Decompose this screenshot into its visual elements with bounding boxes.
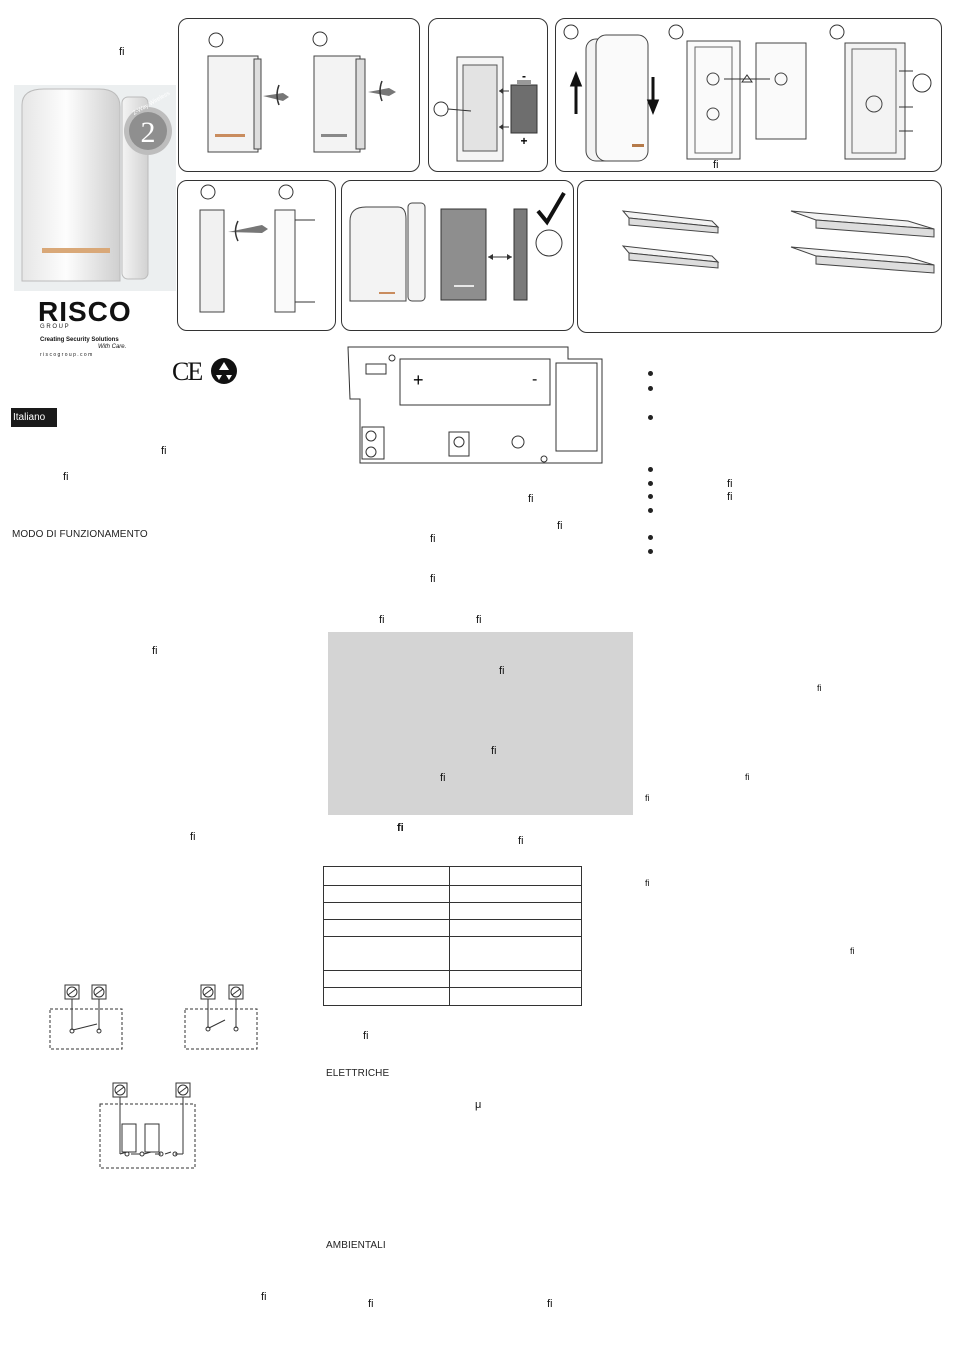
recycle-icon	[211, 358, 237, 384]
ligature-mark: ﬁ	[190, 831, 196, 843]
pcb-plus-label: +	[413, 370, 424, 390]
environmental-heading: AMBIENTALI	[326, 1240, 386, 1251]
ligature-mark: ﬁ	[476, 614, 482, 626]
ligature-mark: ﬁ	[119, 46, 125, 58]
mu-mark: μ	[475, 1099, 482, 1111]
ligature-mark: ﬁ	[363, 1030, 369, 1042]
language-tab: Italiano	[11, 408, 57, 427]
ligature-mark: ﬁ	[727, 478, 733, 490]
ligature-mark: ﬁ	[430, 573, 436, 585]
brand-tagline: Creating Security Solutions	[40, 337, 119, 343]
risco-group-label: G R O U P	[40, 324, 69, 330]
bullet	[648, 549, 653, 554]
ligature-mark: ﬁ	[397, 822, 404, 834]
bullet	[648, 467, 653, 472]
table-row	[323, 970, 582, 988]
electrical-heading: ELETTRICHE	[326, 1068, 390, 1079]
ligature-mark: ﬁ	[645, 878, 650, 888]
figure-panel-spacers	[577, 180, 942, 333]
ligature-mark: ﬁ	[745, 772, 750, 782]
ligature-mark: ﬁ	[261, 1291, 267, 1303]
brand-website: r i s c o g r o u p . c o m	[40, 352, 93, 358]
ligature-mark: ﬁ	[518, 835, 524, 847]
battery-minus-label: -	[522, 69, 526, 83]
ligature-mark: ﬁ	[557, 520, 563, 532]
badge-number: 2	[141, 116, 156, 149]
wiring-diagram-series	[99, 1082, 196, 1169]
ligature-mark: ﬁ	[528, 493, 534, 505]
bullet	[648, 494, 653, 499]
ligature-mark: ﬁ	[713, 159, 719, 171]
ligature-mark: ﬁ	[491, 745, 497, 757]
table-row	[323, 885, 582, 903]
risco-logo: RISCO	[38, 296, 132, 327]
bullet	[648, 386, 653, 391]
figure-panel-battery: - +	[428, 18, 548, 172]
bullet	[648, 371, 653, 376]
product-image: 2 2-Way Wireless	[14, 85, 176, 291]
brand-tagline-script: With Care.	[98, 344, 127, 350]
note-box: ﬁ ﬁ ﬁ	[328, 632, 633, 815]
table-row	[323, 987, 582, 1006]
figure-panel-mounting: ﬁ	[555, 18, 942, 172]
pcb-minus-label: -	[532, 371, 537, 388]
ligature-mark: ﬁ	[727, 491, 733, 503]
ligature-mark: ﬁ	[63, 471, 69, 483]
wiring-diagram-no	[184, 984, 258, 1050]
wiring-diagram-nc	[49, 984, 123, 1050]
bullet	[648, 481, 653, 486]
ligature-mark: ﬁ	[440, 772, 446, 784]
ce-mark: CE	[172, 357, 203, 386]
bullet	[648, 508, 653, 513]
figure-panel-remove-cover	[178, 18, 420, 172]
ligature-mark: ﬁ	[547, 1298, 553, 1310]
ligature-mark: ﬁ	[368, 1298, 374, 1310]
table-row	[323, 919, 582, 937]
table-row	[323, 902, 582, 920]
bullet	[648, 535, 653, 540]
spec-table	[323, 866, 582, 1006]
mode-heading: MODO DI FUNZIONAMENTO	[12, 529, 148, 540]
bullet	[648, 415, 653, 420]
ligature-mark: ﬁ	[430, 533, 436, 545]
table-row	[323, 936, 582, 971]
ligature-mark: ﬁ	[850, 946, 855, 956]
pcb-diagram: + -	[347, 346, 603, 464]
ligature-mark: ﬁ	[152, 645, 158, 657]
ligature-mark: ﬁ	[817, 683, 822, 693]
figure-panel-magnet	[177, 180, 336, 331]
battery-plus-label: +	[520, 134, 527, 148]
ligature-mark: ﬁ	[499, 665, 505, 677]
table-row	[323, 866, 582, 886]
ligature-mark: ﬁ	[161, 445, 167, 457]
ligature-mark: ﬁ	[645, 793, 650, 803]
ligature-mark: ﬁ	[379, 614, 385, 626]
figure-panel-alignment	[341, 180, 574, 331]
